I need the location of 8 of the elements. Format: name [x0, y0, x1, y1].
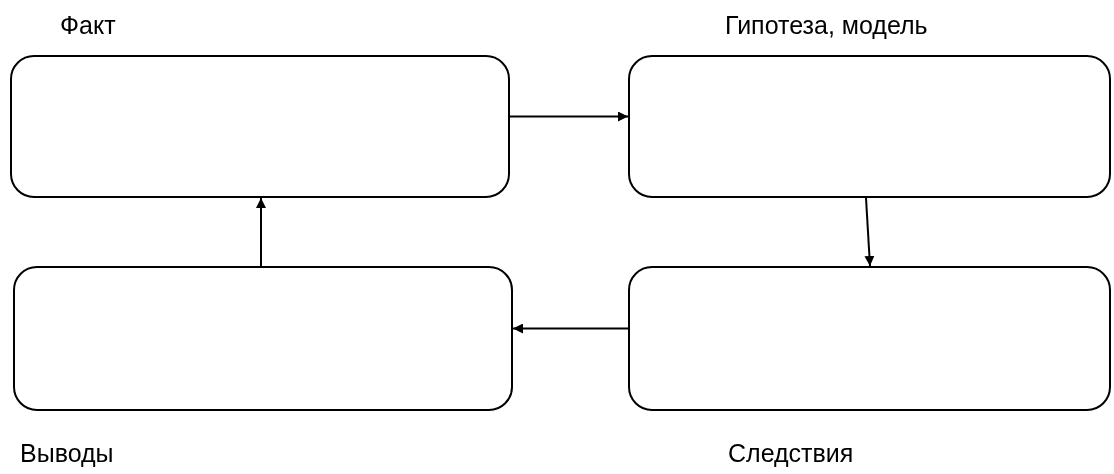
box-heading: Следствия — [728, 438, 854, 469]
box-heading: Выводы — [20, 438, 114, 469]
arrow — [864, 197, 875, 267]
box-heading: Гипотеза, модель — [725, 10, 928, 41]
arrow — [509, 111, 629, 122]
arrow — [512, 323, 629, 334]
box-heading: Факт — [60, 10, 116, 41]
arrow — [256, 197, 266, 267]
